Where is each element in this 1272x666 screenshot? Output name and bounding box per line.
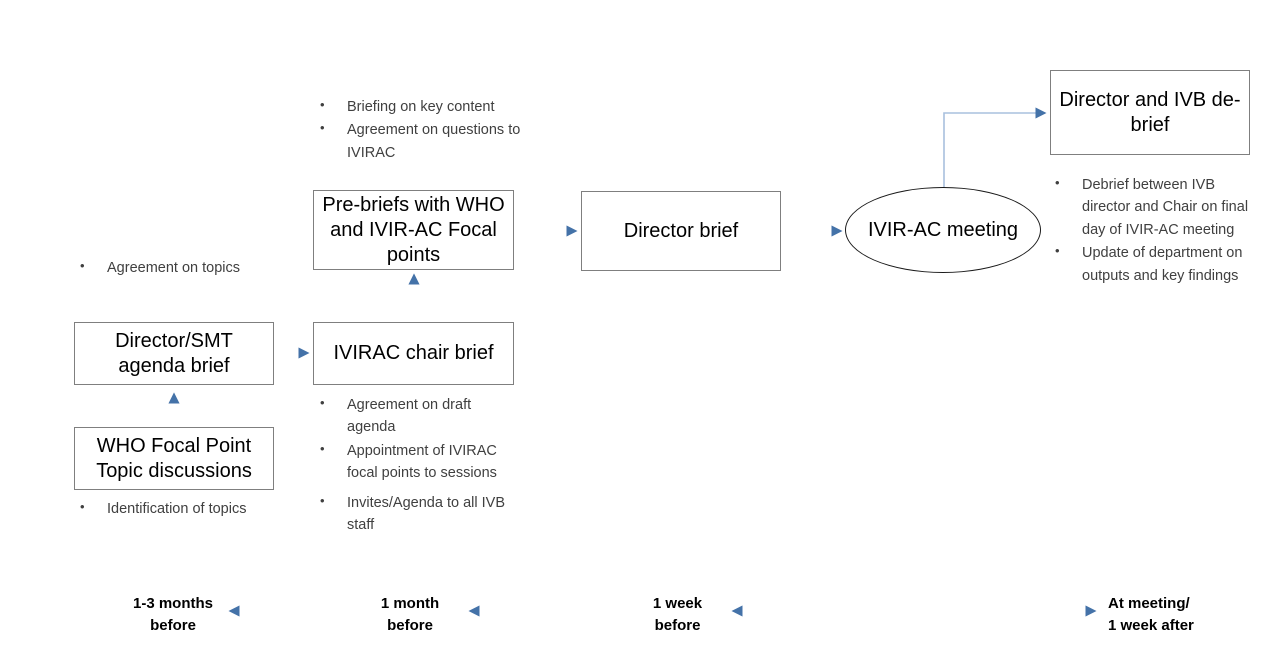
node-who-focal-point-label: WHO Focal Point Topic discussions: [96, 434, 252, 482]
node-pre-briefs[interactable]: Pre-briefs with WHO and IVIR-AC Focal po…: [313, 190, 514, 270]
node-director-brief-label: Director brief: [623, 219, 739, 242]
node-director-brief[interactable]: Director brief: [581, 191, 781, 271]
timeline-label-2: 1 month before: [350, 593, 470, 637]
annotation-item: Agreement on questions to IVIRAC: [318, 118, 523, 164]
timeline-label-2-line1: 1 month: [380, 595, 440, 612]
annotation-item: Appointment of IVIRAC focal points to se…: [318, 439, 523, 485]
timeline-label-3: 1 week before: [620, 593, 735, 637]
timeline-label-3-line1: 1 week: [652, 595, 703, 612]
timeline-label-2-line2: before: [387, 616, 433, 634]
node-director-smt-label: Director/SMT agenda brief: [115, 329, 233, 377]
annotations-director-smt: Agreement on topics: [78, 256, 278, 280]
annotations-ivirac-chair: Agreement on draft agenda Appointment of…: [318, 393, 523, 538]
annotation-item: Agreement on topics: [78, 256, 278, 279]
node-ivirac-chair-brief-label: IVIRAC chair brief: [333, 342, 494, 364]
timeline-label-1: 1-3 months before: [108, 593, 238, 637]
annotations-who-focal-point: Identification of topics: [78, 497, 278, 521]
annotation-item: Invites/Agenda to all IVB staff: [318, 491, 523, 537]
annotations-pre-briefs: Briefing on key content Agreement on que…: [318, 95, 523, 165]
node-director-ivb-debrief[interactable]: Director and IVB de-brief: [1050, 70, 1250, 155]
annotation-item: Update of department on outputs and key …: [1053, 241, 1253, 287]
annotations-debrief: Debrief between IVB director and Chair o…: [1053, 173, 1253, 288]
node-ivirac-chair-brief[interactable]: IVIRAC chair brief: [313, 322, 514, 385]
timeline-label-4: At meeting/ 1 week after: [1108, 593, 1248, 637]
connector-meeting-to-debrief: [943, 107, 1047, 188]
node-ivirac-meeting-label: IVIR-AC meeting: [867, 218, 1019, 241]
timeline-label-1-line1: 1-3 months: [132, 595, 213, 612]
timeline-label-4-line1: At meeting/: [1108, 595, 1190, 612]
annotation-item: Identification of topics: [78, 497, 278, 520]
timeline-label-3-line2: before: [654, 616, 701, 634]
node-director-smt[interactable]: Director/SMT agenda brief: [74, 322, 274, 385]
node-director-ivb-debrief-label: Director and IVB de-brief: [1059, 88, 1241, 136]
annotation-item: Debrief between IVB director and Chair o…: [1053, 173, 1253, 241]
timeline-label-1-line2: before: [150, 616, 196, 634]
annotation-item: Agreement on draft agenda: [318, 393, 523, 439]
node-who-focal-point[interactable]: WHO Focal Point Topic discussions: [74, 427, 274, 490]
node-ivirac-meeting[interactable]: IVIR-AC meeting: [845, 187, 1041, 273]
annotation-item: Briefing on key content: [318, 95, 523, 118]
node-pre-briefs-label: Pre-briefs with WHO and IVIR-AC Focal po…: [322, 193, 505, 266]
timeline-label-4-line2: 1 week after: [1108, 616, 1194, 634]
